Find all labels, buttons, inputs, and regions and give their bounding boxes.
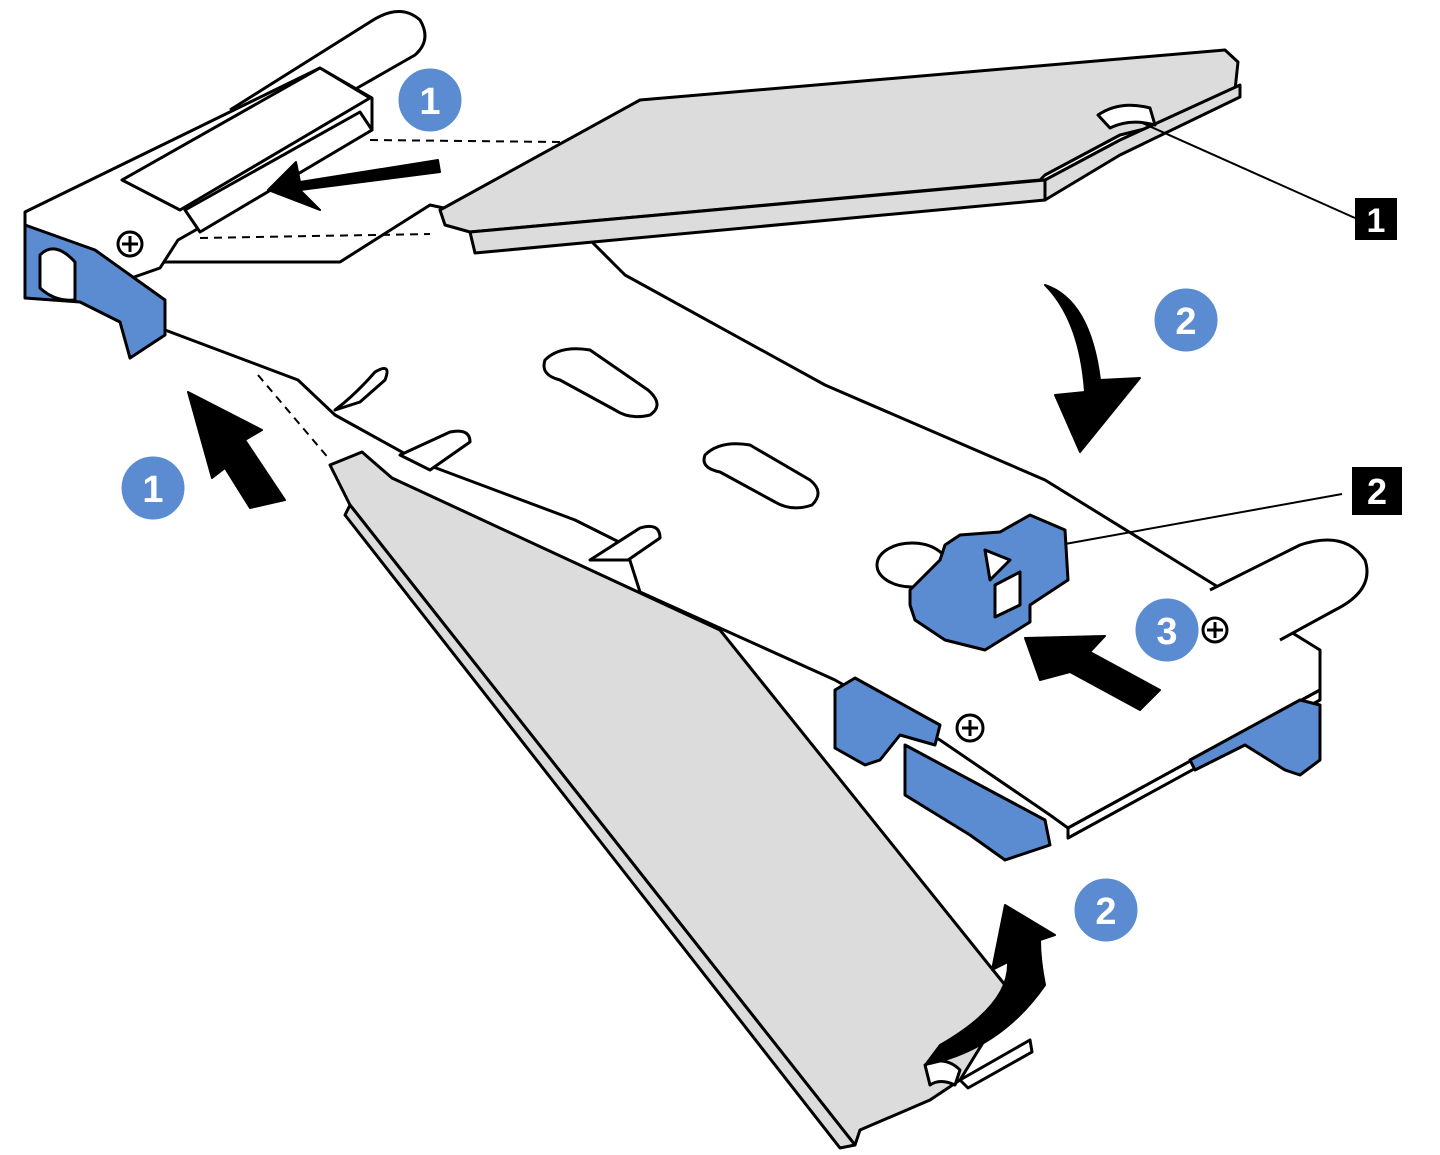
callout-leaders — [1064, 121, 1356, 545]
guide-line-bottom — [199, 233, 431, 239]
arrow-rotate-up-icon — [924, 904, 1056, 1066]
callout-box-1: 1 — [1355, 198, 1397, 240]
keyhole-slot-2 — [702, 442, 820, 510]
m2-drive-bottom — [328, 450, 1034, 1150]
arrow-slide-retainer-icon — [1024, 635, 1161, 711]
step-1-left-label: 1 — [142, 469, 163, 511]
mount-clip-2 — [903, 743, 1052, 862]
step-badge-1-left: 1 — [118, 453, 188, 523]
callout-label-1: 1 — [1367, 202, 1386, 240]
drive-bottom-tip — [958, 1038, 1034, 1090]
step-2-bottom-label: 2 — [1095, 891, 1116, 933]
left-clip-notch — [38, 247, 77, 302]
direction-arrows — [187, 159, 1161, 1066]
retainer-clip — [875, 513, 1070, 652]
top-handle — [229, 10, 427, 112]
arrow-insert-top-icon — [267, 159, 441, 211]
arrow-insert-left-icon — [187, 391, 286, 509]
leader-1 — [1139, 121, 1356, 219]
step-badge-3: 3 — [1132, 595, 1202, 665]
alignment-guides — [199, 139, 561, 461]
step-badge-2-bottom: 2 — [1071, 875, 1141, 945]
tab-notch-2 — [398, 429, 472, 472]
callout-label-2: 2 — [1367, 471, 1387, 512]
tab-notch-3 — [588, 524, 662, 562]
guide-line-lower — [257, 374, 331, 461]
leader-2 — [1064, 493, 1343, 545]
step-badge-1-top: 1 — [395, 65, 465, 135]
right-blue-mounts — [833, 616, 1322, 862]
tab-notch-1 — [333, 366, 389, 412]
callout-box-2: 2 — [1352, 467, 1402, 515]
step-1-top-label: 1 — [419, 81, 440, 123]
right-handle — [1209, 538, 1369, 642]
step-3-label: 3 — [1156, 611, 1177, 653]
drive-bottom-edge — [343, 503, 857, 1150]
guide-line-top — [369, 139, 561, 143]
drive-top-end — [1043, 83, 1242, 202]
m2-connector-left — [23, 66, 374, 360]
mount-clip-3 — [1188, 698, 1322, 777]
step-2-top-label: 2 — [1175, 301, 1196, 343]
retainer-arrow-icon — [983, 548, 1012, 582]
retainer-body — [908, 513, 1070, 652]
step-badge-2-top: 2 — [1151, 285, 1221, 355]
connector-slot — [120, 66, 372, 212]
connector-latch — [183, 110, 374, 234]
mount-clip-1 — [833, 676, 942, 767]
m2-drive-top — [438, 48, 1242, 255]
arrow-rotate-down-icon — [1044, 284, 1141, 453]
keyhole-slot-1 — [542, 347, 659, 419]
retainer-window — [993, 570, 1022, 619]
